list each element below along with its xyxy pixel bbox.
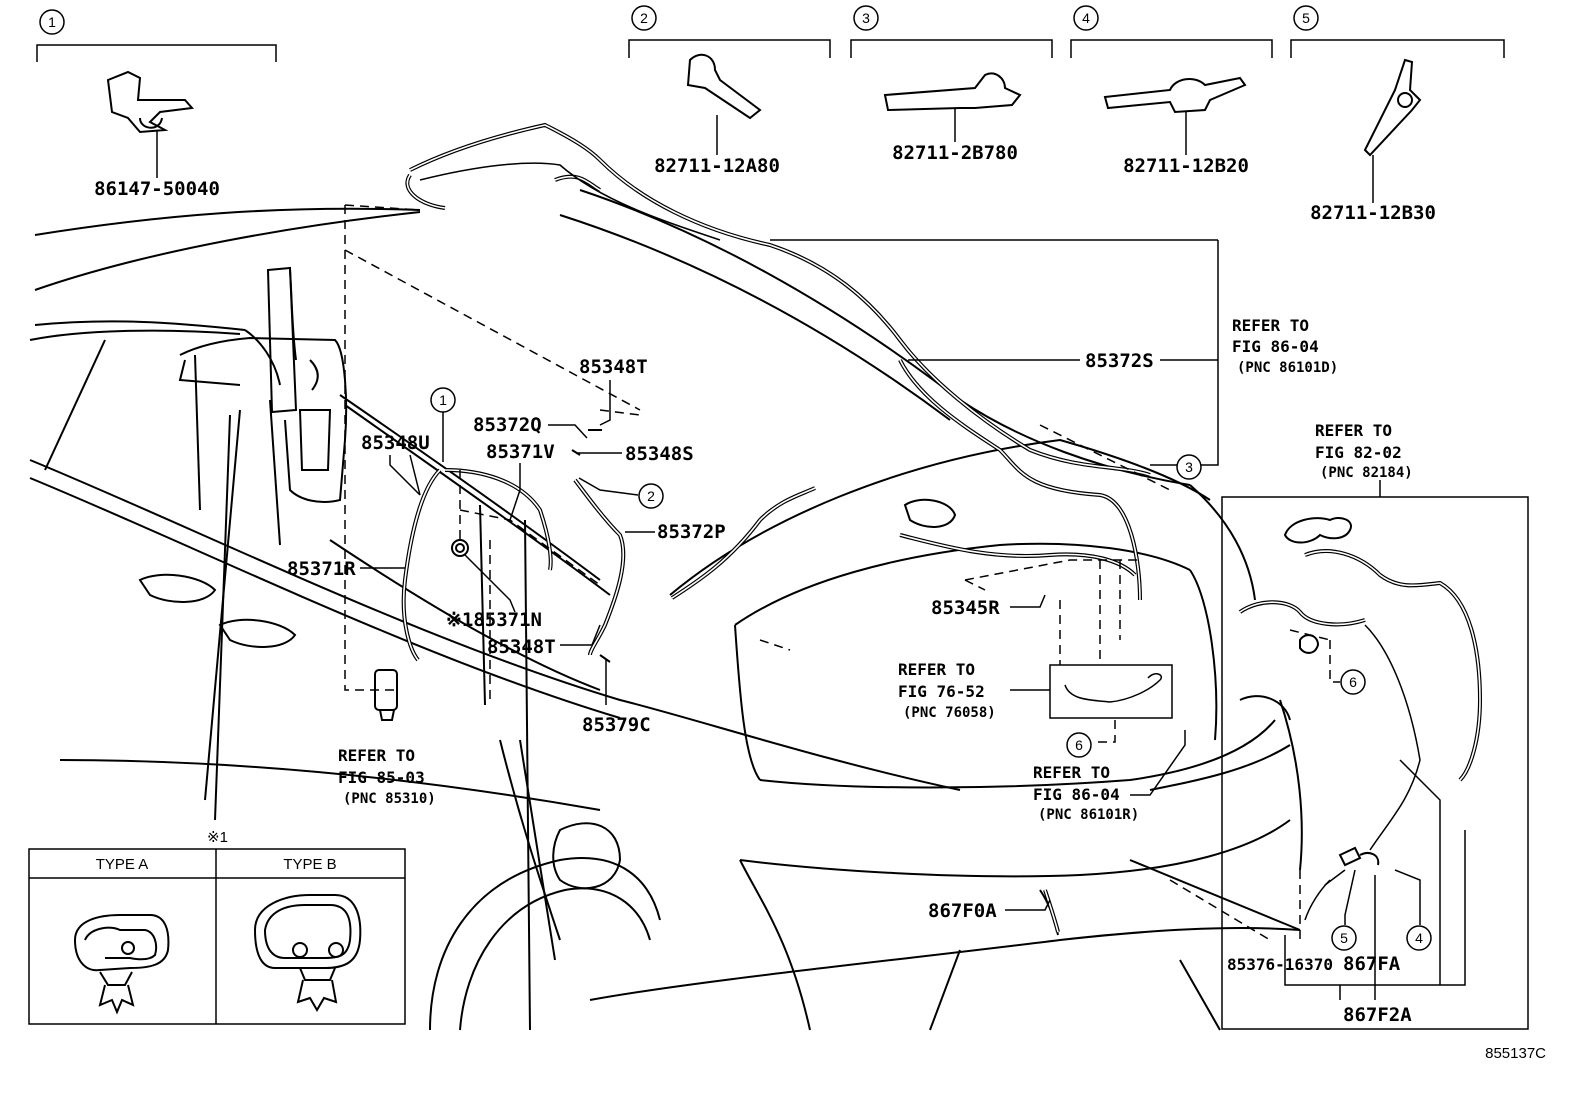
svg-text:1: 1 xyxy=(48,14,56,30)
dashed-reference-lines xyxy=(344,204,1340,941)
label-85376-16370: 85376-16370 xyxy=(1227,955,1333,974)
svg-text:FIG 82-02: FIG 82-02 xyxy=(1315,443,1402,462)
washer-pump-icon xyxy=(374,669,398,721)
clip-82711-12A80-icon xyxy=(686,53,762,120)
label-867FA: 867FA xyxy=(1343,953,1401,975)
refer-note-82-02: REFER TO FIG 82-02 (PNC 82184) xyxy=(1315,421,1413,481)
circle-ref-3: 3 xyxy=(1176,454,1202,480)
callout-brackets xyxy=(36,39,1505,203)
callout-3: 3 82711-2B780 xyxy=(853,5,1018,164)
svg-text:REFER TO: REFER TO xyxy=(1315,421,1392,440)
clip-82711-12B20-icon xyxy=(1103,76,1247,114)
type-table: ※1 TYPE A TYPE B xyxy=(28,829,406,1025)
label-85371N: ※185371N xyxy=(446,609,542,631)
svg-text:(PNC 85310): (PNC 85310) xyxy=(343,791,436,807)
svg-text:4: 4 xyxy=(1082,10,1090,26)
label-85372S: 85372S xyxy=(1085,350,1154,372)
svg-text:3: 3 xyxy=(862,10,870,26)
svg-text:1: 1 xyxy=(439,392,447,408)
label-85345R: 85345R xyxy=(931,597,1000,619)
label-85372P: 85372P xyxy=(657,521,726,543)
refer-box-76-52 xyxy=(1049,664,1173,719)
refer-box-82-02 xyxy=(1221,496,1529,1030)
refer-note-86-04-r: REFER TO FIG 86-04 (PNC 86101R) xyxy=(1033,763,1139,823)
clip-82711-2B780-icon xyxy=(883,72,1022,112)
svg-text:5: 5 xyxy=(1340,930,1348,946)
part-number-label: 82711-2B780 xyxy=(892,142,1018,164)
clip-82711-12B30-icon xyxy=(1363,58,1422,157)
label-85371R: 85371R xyxy=(287,558,356,580)
svg-text:FIG 85-03: FIG 85-03 xyxy=(338,768,425,787)
svg-text:5: 5 xyxy=(1302,10,1310,26)
circle-ref-4: 4 xyxy=(1406,925,1432,951)
svg-text:REFER TO: REFER TO xyxy=(338,746,415,765)
label-85348T: 85348T xyxy=(579,356,648,378)
part-number-label: 86147-50040 xyxy=(94,178,220,200)
svg-text:(PNC 82184): (PNC 82184) xyxy=(1320,465,1413,481)
svg-text:2: 2 xyxy=(647,488,655,504)
callout-4: 4 82711-12B20 xyxy=(1073,5,1249,177)
grommet-icon xyxy=(451,539,469,557)
car-body-outline xyxy=(29,189,1303,1031)
svg-text:3: 3 xyxy=(1185,459,1193,475)
svg-text:6: 6 xyxy=(1075,737,1083,753)
svg-text:(PNC 86101R): (PNC 86101R) xyxy=(1038,807,1139,823)
callout-5: 5 82711-12B30 xyxy=(1293,5,1436,224)
label-85348U: 85348U xyxy=(361,432,430,454)
svg-text:4: 4 xyxy=(1415,930,1423,946)
part-number-label: 82711-12B30 xyxy=(1310,202,1436,224)
svg-text:REFER TO: REFER TO xyxy=(898,660,975,679)
type-a-clip-icon xyxy=(73,914,170,1015)
leader-lines xyxy=(360,239,1466,1000)
type-b-clip-icon xyxy=(253,894,362,1012)
svg-text:(PNC 76058): (PNC 76058) xyxy=(903,705,996,721)
clip-86147-icon xyxy=(106,70,194,134)
svg-text:(PNC 86101D): (PNC 86101D) xyxy=(1237,360,1338,376)
part-number-label: 82711-12A80 xyxy=(654,155,780,177)
label-85371V: 85371V xyxy=(486,441,555,463)
circle-ref-6: 6 xyxy=(1066,732,1092,758)
svg-text:REFER TO: REFER TO xyxy=(1232,316,1309,335)
callout-1: 1 86147-50040 xyxy=(39,9,220,200)
refer-note-85-03: REFER TO FIG 85-03 (PNC 85310) xyxy=(338,746,436,807)
label-85348T-lower: 85348T xyxy=(487,636,556,658)
note-mark: ※1 xyxy=(207,829,228,846)
svg-text:FIG 76-52: FIG 76-52 xyxy=(898,682,985,701)
svg-text:2: 2 xyxy=(640,10,648,26)
label-867F0A: 867F0A xyxy=(928,900,997,922)
circle-ref-5: 5 xyxy=(1331,925,1357,951)
refer-note-86-04-d: REFER TO FIG 86-04 (PNC 86101D) xyxy=(1232,316,1338,376)
svg-text:FIG 86-04: FIG 86-04 xyxy=(1033,785,1120,804)
circle-ref-1: 1 xyxy=(430,387,456,462)
nozzle-icon xyxy=(1283,517,1380,867)
label-85372Q: 85372Q xyxy=(473,414,542,436)
svg-text:FIG 86-04: FIG 86-04 xyxy=(1232,337,1319,356)
label-85379C: 85379C xyxy=(582,714,651,736)
type-a-header: TYPE A xyxy=(96,856,149,873)
svg-text:6: 6 xyxy=(1349,674,1357,690)
label-867F2A: 867F2A xyxy=(1343,1004,1412,1026)
refer-note-76-52: REFER TO FIG 76-52 (PNC 76058) xyxy=(898,660,996,721)
type-b-header: TYPE B xyxy=(283,856,336,873)
label-85348S: 85348S xyxy=(625,443,694,465)
figure-code: 855137C xyxy=(1485,1045,1546,1062)
washer-hoses xyxy=(401,122,1483,933)
svg-text:REFER TO: REFER TO xyxy=(1033,763,1110,782)
circle-ref-6-box: 6 xyxy=(1340,669,1366,695)
part-labels: 85348T 85372Q 85348U 85371V 85348S 85372… xyxy=(287,350,1412,1026)
callout-2: 2 82711-12A80 xyxy=(631,5,780,177)
circle-ref-2: 2 xyxy=(638,483,664,509)
part-number-label: 82711-12B20 xyxy=(1123,155,1249,177)
